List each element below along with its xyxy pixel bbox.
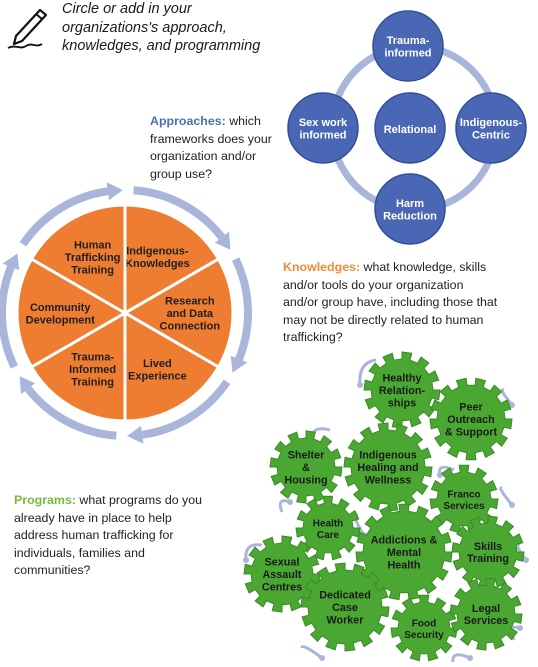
knowledges-question: what knowledge, skills and/or tools do y…: [283, 260, 498, 344]
programs-prompt: Programs: what programs do you already h…: [14, 492, 214, 580]
programs-question: what programs do you already have in pla…: [14, 493, 203, 577]
approaches-question: which frameworks does your organization …: [150, 114, 272, 181]
knowledges-heading: Knowledges:: [283, 260, 361, 274]
knowledge-ring-arrow: [0, 265, 19, 369]
program-gear: Shelter&Housing: [269, 430, 343, 504]
approach-center-label: Relational: [384, 124, 437, 136]
approaches-prompt: Approaches: which frameworks does your o…: [150, 113, 288, 183]
knowledge-ring-arrow: [19, 187, 109, 247]
knowledge-segment-label: Indigenous-Knowledges: [125, 246, 190, 271]
knowledge-ring-arrow: [141, 379, 231, 439]
program-cycle-arrow: [499, 486, 514, 506]
program-cycle-arrow: [516, 543, 528, 561]
knowledges-prompt: Knowledges: what knowledge, skills and/o…: [283, 259, 498, 347]
approaches-heading: Approaches:: [150, 114, 226, 128]
programs-heading: Programs:: [14, 493, 76, 507]
pen-writing-icon: [7, 8, 48, 49]
knowledge-ring-arrowhead: [106, 182, 123, 201]
program-cycle-arrow: [451, 653, 471, 663]
knowledge-ring-arrowhead: [19, 376, 36, 395]
knowledge-ring-arrowhead: [230, 355, 248, 373]
program-cycle-arrow: [500, 388, 514, 406]
approach-node-top: Trauma-informed: [372, 10, 444, 82]
knowledge-ring-arrow: [24, 386, 117, 440]
program-cycle-arrowhead: [467, 655, 473, 661]
program-cycle-arrowhead: [517, 625, 523, 631]
program-cycle-arrowhead: [287, 499, 293, 505]
program-cycle-arrow: [300, 645, 323, 660]
knowledge-ring-arrowhead: [2, 253, 20, 271]
program-cycle-arrow: [358, 358, 377, 386]
program-cycle-arrowhead: [243, 557, 249, 563]
knowledge-ring-arrowhead: [127, 425, 144, 444]
knowledge-ring-arrowhead: [214, 231, 231, 250]
approach-node-label: Trauma-informed: [384, 35, 431, 60]
approaches-diagram: Relational Trauma-informed Indigenous-Ce…: [287, 10, 527, 245]
approach-node-center: Relational: [374, 92, 446, 164]
approach-node-label: Indigenous-Centric: [460, 117, 523, 142]
program-cycle-arrowhead: [509, 502, 515, 508]
program-cycle-arrowhead: [509, 402, 515, 408]
program-cycle-arrowhead: [523, 557, 529, 563]
program-gear-label: Shelter&Housing: [284, 450, 327, 487]
knowledge-segment: Indigenous-Knowledges: [123, 203, 221, 316]
instruction-text: Circle or add in your organizations's ap…: [62, 1, 261, 54]
program-cycle-arrowhead: [357, 382, 363, 388]
program-cycle-arrowhead: [319, 655, 325, 661]
knowledge-ring-arrow: [133, 186, 226, 240]
approach-node-right: Indigenous-Centric: [455, 92, 527, 164]
knowledge-ring-arrow: [231, 257, 252, 361]
